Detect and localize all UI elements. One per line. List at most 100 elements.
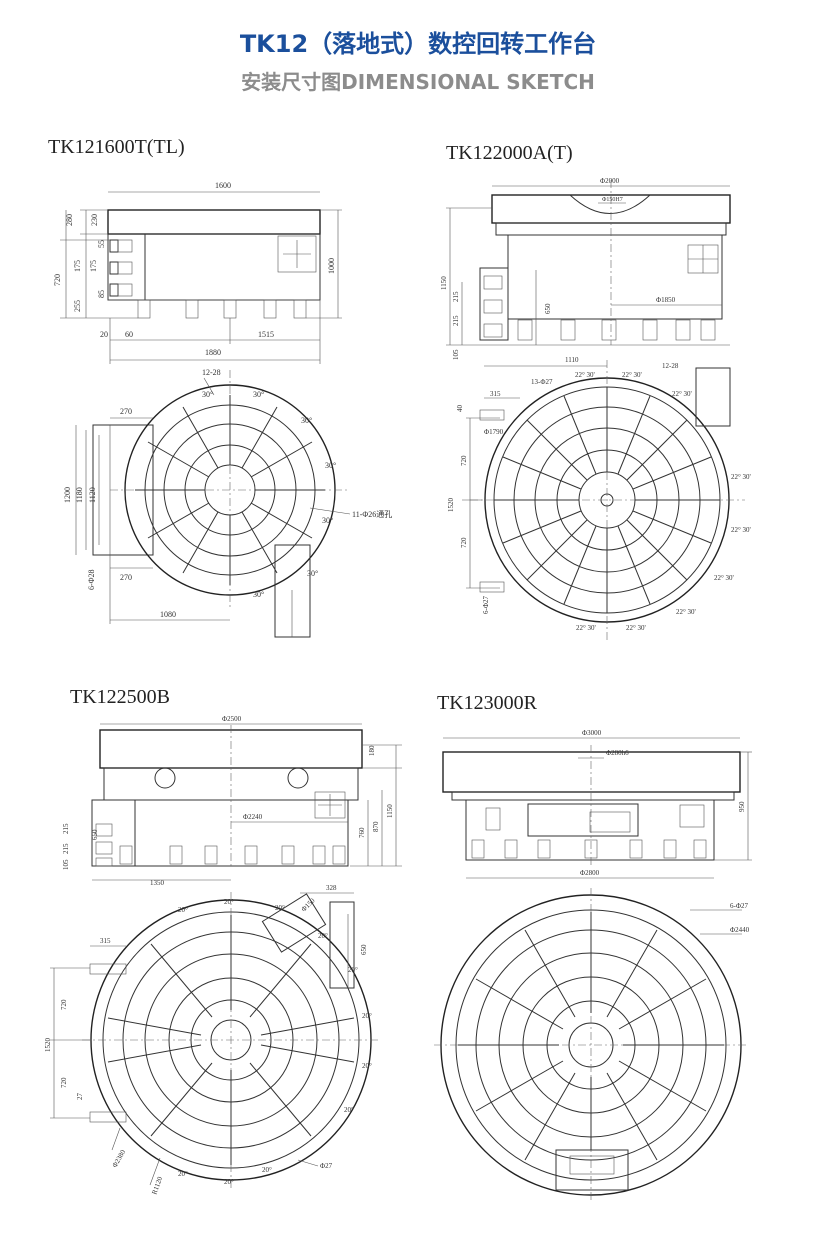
dim-text: 6-Φ27 [482, 596, 490, 614]
dim-text: 20° [362, 1012, 372, 1020]
drawing-tk123000r: Φ3000 Φ280h6 950 Φ2800 [434, 729, 752, 1200]
dim-text: 1200 [63, 487, 72, 503]
dim-text: Φ280h6 [606, 749, 629, 757]
dim-text: 720 [53, 274, 62, 286]
dim-text: 105 [62, 859, 70, 870]
dim-text: 20° [318, 932, 328, 940]
dim-text: 1350 [150, 879, 165, 887]
tk122000a-plan-view: 1110 12-28 13-Φ27 315 40 Φ1790 720 720 1… [447, 356, 751, 640]
dim-text: 20° [224, 1178, 234, 1186]
dim-text: 30° [253, 590, 264, 599]
model-label-tk122500b: TK122500B [70, 686, 170, 708]
dim-text: 6-Φ27 [730, 902, 748, 910]
dim-text: 175 [89, 260, 98, 272]
dim-text: 1080 [160, 610, 176, 619]
dim-text: 1120 [88, 487, 97, 503]
dim-text: 20° [362, 1062, 372, 1070]
dim-text: 30° [325, 461, 336, 470]
dim-text: 20° [178, 1170, 188, 1178]
dim-text: 20° [262, 1166, 272, 1174]
dim-text: 720 [60, 999, 68, 1010]
dim-text: Φ150 [300, 896, 317, 913]
dim-text: 280 [65, 214, 74, 226]
dim-text: 650 [360, 944, 368, 955]
dim-text: 215 [452, 291, 460, 302]
dim-text: 1180 [75, 487, 84, 503]
dim-text: 40 [456, 405, 464, 413]
dim-text: 870 [372, 821, 380, 832]
dim-text: 1520 [44, 1038, 52, 1053]
dim-text: 215 [62, 823, 70, 834]
dim-text: 30° [322, 516, 333, 525]
tk121600t-plan-view: 12-28 30° 30° 30° 30° 30° 30° 30° 270 27… [63, 368, 392, 638]
tk121600t-t-slots [135, 395, 325, 585]
dim-text: 720 [460, 455, 468, 466]
tk122000a-side-view: Φ2000 Φ150H7 1150 215 215 650 105 Φ1850 [440, 177, 731, 360]
dim-text: 12-28 [662, 362, 679, 370]
dim-text: Φ2000 [600, 177, 620, 185]
tk123000r-side-view: Φ3000 Φ280h6 950 Φ2800 [442, 729, 752, 879]
dim-text: 1515 [258, 330, 274, 339]
dim-text: 22° 30' [576, 624, 596, 632]
dim-text: 13-Φ27 [531, 378, 553, 386]
dim-text: 105 [452, 349, 460, 360]
dim-text: Φ2800 [580, 869, 600, 877]
dim-text: 20 [100, 330, 108, 339]
dim-text: 30° [301, 416, 312, 425]
dim-text: Φ3000 [582, 729, 602, 737]
dim-text: 55 [97, 240, 106, 248]
dim-text: 315 [490, 390, 501, 398]
tk122000a-t-slots [494, 387, 720, 613]
drawing-tk121600t: 1600 280 230 55 175 175 85 255 720 1000 … [53, 181, 392, 638]
dim-text: 22° 30' [731, 473, 751, 481]
drawing-tk122500b: Φ2500 180 760 870 1150 215 215 105 650 Φ… [44, 715, 402, 1196]
tk123000r-plan-view: 6-Φ27 Φ2440 [434, 888, 750, 1200]
dim-text: 255 [73, 300, 82, 312]
dim-text: 20° [178, 906, 188, 914]
dim-text: 230 [90, 214, 99, 226]
dim-text: 1150 [440, 276, 448, 290]
dim-text: 22° 30' [676, 608, 696, 616]
tk121600t-side-view: 1600 280 230 55 175 175 85 255 720 1000 … [53, 181, 342, 364]
dim-text: Φ1790 [484, 428, 504, 436]
dim-text: 950 [738, 801, 746, 812]
tk123000r-t-slots [458, 912, 724, 1161]
tk122500b-t-slots [107, 915, 355, 1165]
dim-text: 720 [460, 537, 468, 548]
dim-text: Φ27 [320, 1162, 333, 1170]
dim-text: 175 [73, 260, 82, 272]
dim-text: 1110 [565, 356, 579, 364]
dim-text: 1000 [327, 258, 336, 274]
dim-text: 270 [120, 407, 132, 416]
model-label-tk121600t: TK121600T(TL) [48, 136, 185, 158]
dim-text: Φ2380 [111, 1148, 128, 1169]
dim-text: 20° [275, 904, 285, 912]
dim-text: 22° 30' [714, 574, 734, 582]
dim-text: 85 [97, 290, 106, 298]
dim-text: 1600 [215, 181, 231, 190]
dim-text: 328 [326, 884, 337, 892]
model-label-tk122000a: TK122000A(T) [446, 142, 573, 164]
dim-text: 270 [120, 573, 132, 582]
dim-text: 11-Φ26通孔 [352, 509, 392, 519]
dim-text: 30° [307, 569, 318, 578]
dim-text: 6-Φ28 [87, 569, 96, 590]
dim-text: 760 [358, 827, 366, 838]
drawing-tk122000a: Φ2000 Φ150H7 1150 215 215 650 105 Φ1850 [440, 177, 751, 640]
dim-text: 60 [125, 330, 133, 339]
dim-text: 215 [62, 843, 70, 854]
dim-text: 30° [202, 390, 213, 399]
dim-text: 27 [76, 1093, 84, 1101]
dim-text: Φ2240 [243, 813, 263, 821]
dim-text: Φ1850 [656, 296, 676, 304]
dim-text: 1150 [386, 804, 394, 818]
dim-text: 20° [224, 898, 234, 906]
dim-text: 22° 30' [731, 526, 751, 534]
dim-text: 20° [344, 1106, 354, 1114]
dim-text: 22° 30' [626, 624, 646, 632]
dim-text: 180 [368, 745, 376, 756]
tk122500b-side-view: Φ2500 180 760 870 1150 215 215 105 650 Φ… [62, 715, 402, 887]
dim-text: 12-28 [202, 368, 221, 377]
dim-text: 650 [91, 829, 99, 840]
